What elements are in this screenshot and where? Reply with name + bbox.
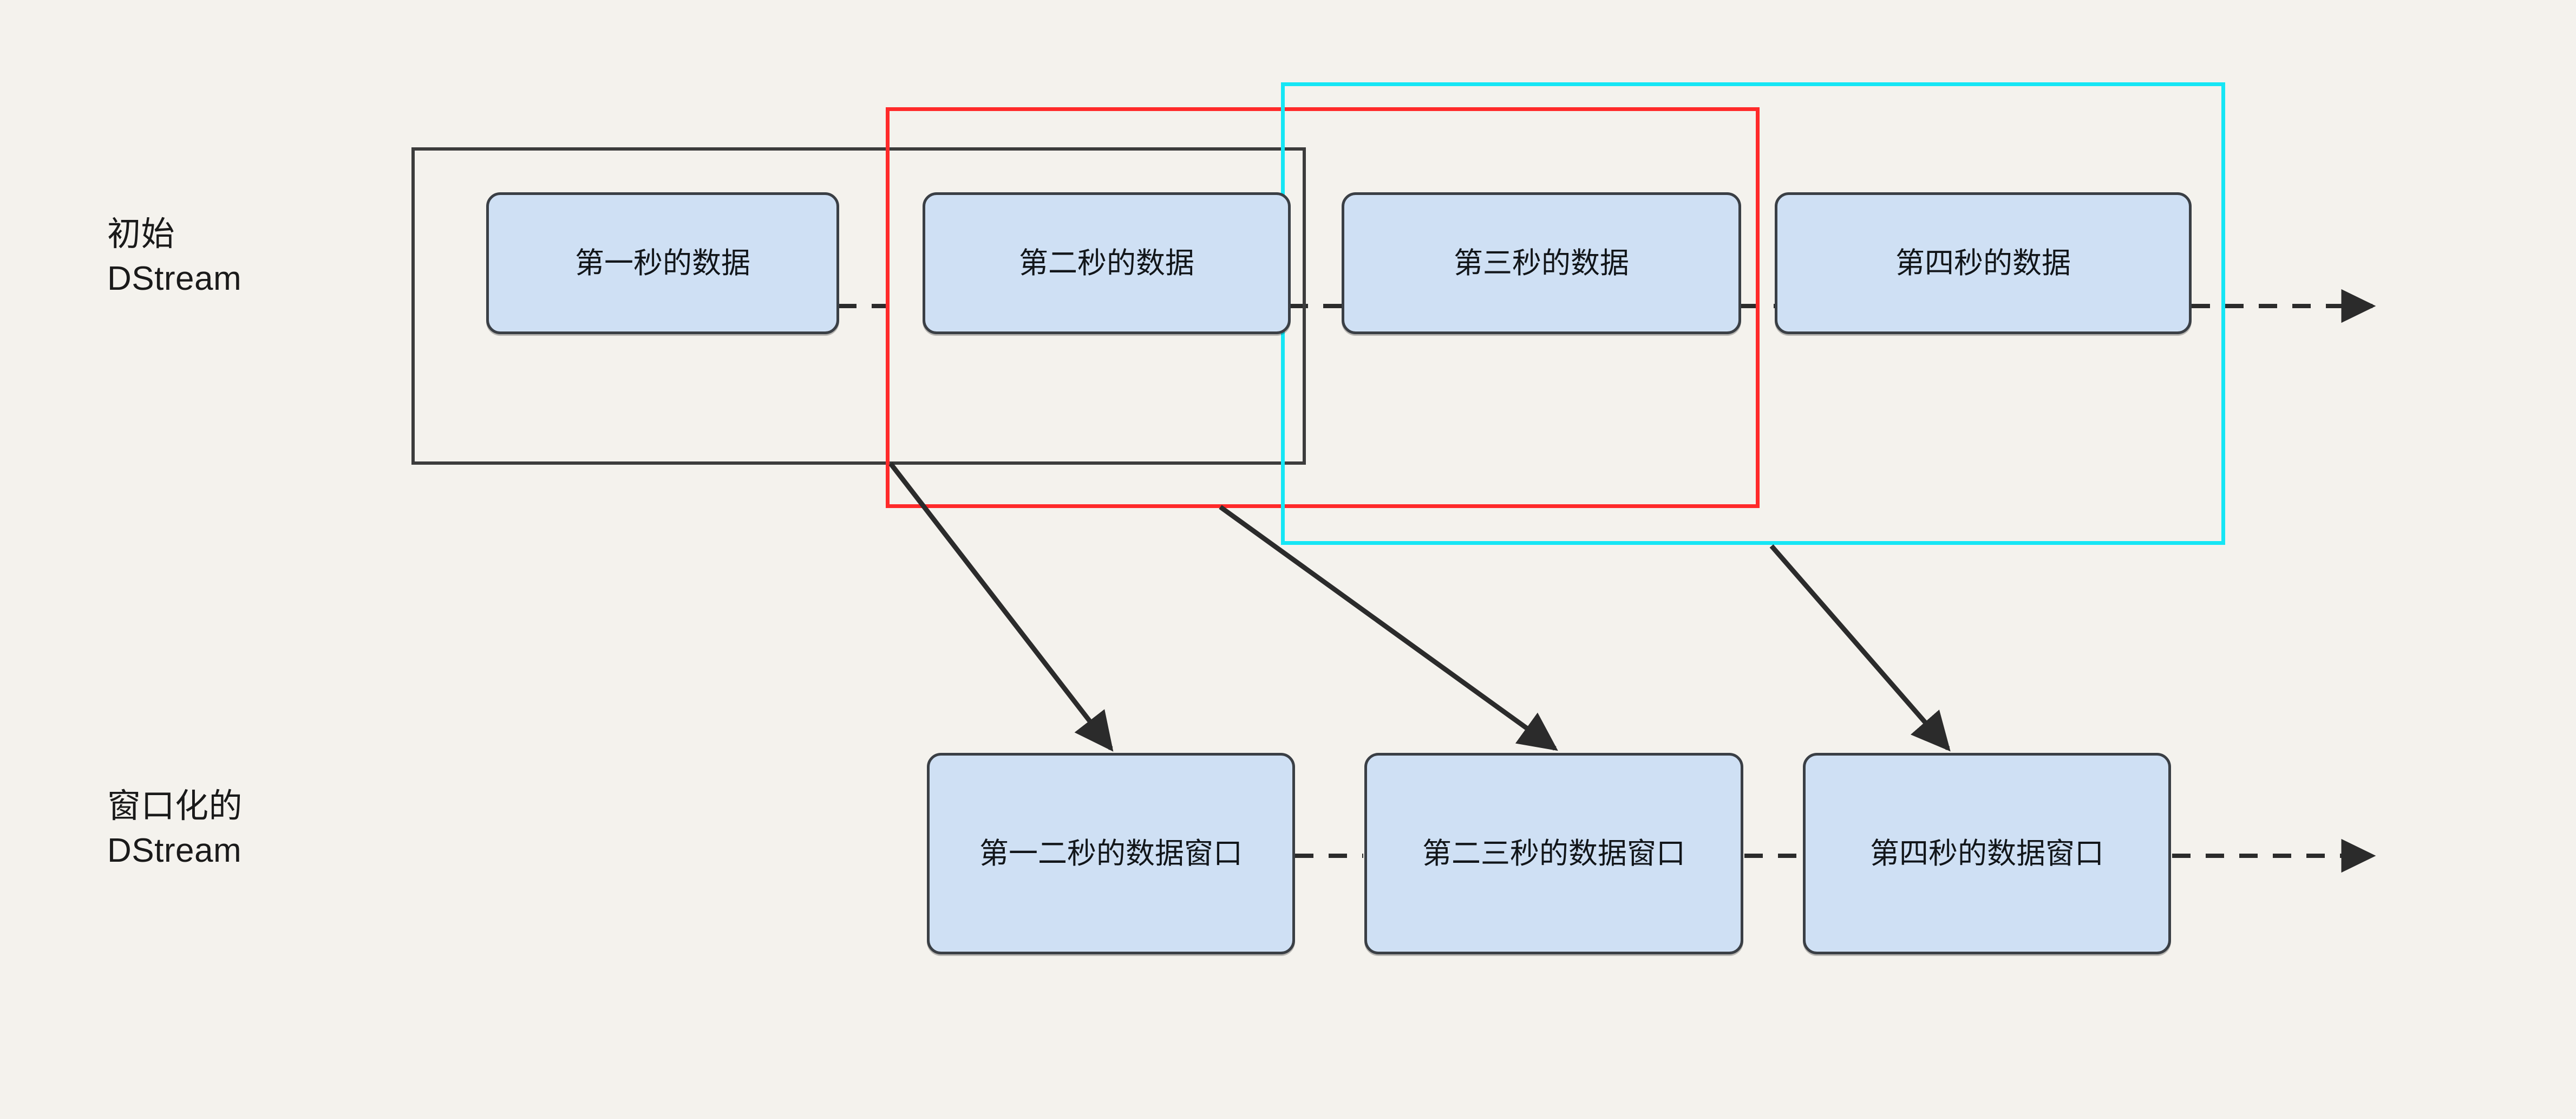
- node-win4[interactable]: 第四秒的数据窗口: [1803, 753, 2171, 954]
- node-win23-label: 第二三秒的数据窗口: [1422, 837, 1685, 870]
- node-win12-label: 第一二秒的数据窗口: [979, 837, 1243, 870]
- node-win23[interactable]: 第二三秒的数据窗口: [1364, 753, 1743, 954]
- node-sec2[interactable]: 第二秒的数据: [923, 192, 1291, 334]
- row-label-windowed: 窗口化的 DStream: [107, 788, 243, 869]
- node-sec3[interactable]: 第三秒的数据: [1342, 192, 1741, 334]
- node-sec3-label: 第三秒的数据: [1454, 246, 1629, 279]
- node-sec1[interactable]: 第一秒的数据: [486, 192, 839, 334]
- node-sec1-label: 第一秒的数据: [575, 246, 750, 279]
- node-sec2-label: 第二秒的数据: [1019, 246, 1194, 279]
- node-sec4[interactable]: 第四秒的数据: [1775, 192, 2192, 334]
- node-win4-label: 第四秒的数据窗口: [1870, 837, 2104, 870]
- row-label-source: 初始 DStream: [107, 216, 242, 297]
- edge-window3-to-win4: [1769, 544, 1951, 752]
- node-sec4-label: 第四秒的数据: [1895, 246, 2071, 279]
- node-win12[interactable]: 第一二秒的数据窗口: [927, 753, 1295, 954]
